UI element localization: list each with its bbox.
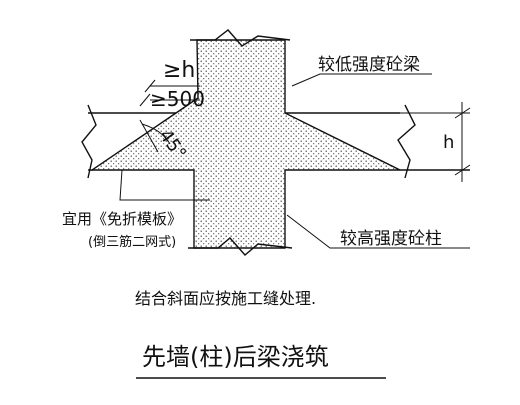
beam-outline (81, 104, 470, 179)
label-formwork-1: 宜用《免折模板》 (62, 210, 182, 228)
label-high-strength-column: 较高强度砼柱 (340, 229, 442, 249)
dimension-top: ≥h ≥500 (139, 58, 205, 111)
dimension-h: h (443, 102, 471, 182)
leader-formwork: 宜用《免折模板》 (倒三筋二网式) (62, 169, 210, 250)
concrete-column-region (89, 29, 401, 256)
dim-ge-h: ≥h (163, 58, 195, 83)
dim-h: h (443, 132, 454, 153)
leader-beam: 较低强度砼梁 (291, 55, 432, 87)
label-formwork-2: (倒三筋二网式) (88, 234, 176, 250)
label-low-strength-beam: 较低强度砼梁 (318, 55, 420, 75)
construction-joint-note: 结合斜面应按施工缝处理. (135, 289, 316, 308)
diagram-caption: 先墙(柱)后梁浇筑 (142, 343, 329, 371)
leader-column: 较高强度砼柱 (286, 214, 470, 249)
dim-ge-500: ≥500 (150, 87, 205, 111)
